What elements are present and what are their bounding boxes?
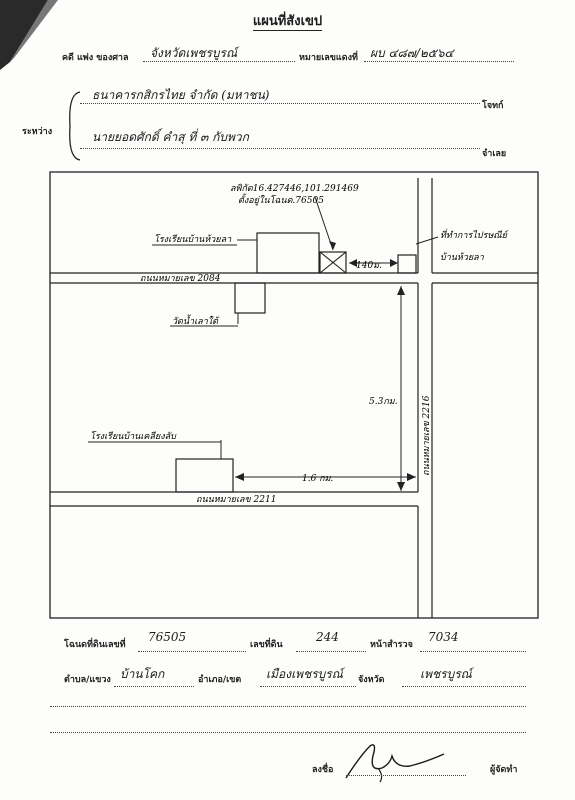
- corner-scan-artifact: [0, 0, 58, 70]
- case-number: ผบ ๔๘๗/๒๕๖๔: [370, 46, 454, 60]
- district-label: อำเภอ/เขต: [198, 675, 242, 685]
- property-cross-b: [319, 251, 347, 274]
- distance-16km-label: 1.6 กม.: [302, 474, 334, 484]
- distance-53km-arrowhead-bottom: [397, 482, 405, 491]
- court-underline: [143, 61, 295, 62]
- school-top-building: [256, 232, 320, 274]
- defendant-name: นายยอดศักดิ์ คำสุ ที่ ๓ กับพวก: [92, 130, 249, 144]
- land-number-underline: [296, 651, 366, 652]
- blank-line-1: [50, 706, 526, 707]
- signature-underline: [346, 775, 466, 776]
- plaintiff-label: โจทก์: [482, 101, 504, 111]
- province-underline: [402, 686, 526, 687]
- post-office-building: [397, 254, 417, 274]
- distance-16km-arrowhead-right: [407, 473, 416, 481]
- province-value: เพชรบูรณ์: [420, 667, 472, 681]
- district-underline: [260, 686, 356, 687]
- between-bracket: [69, 91, 81, 161]
- school-top-label: โรงเรียนบ้านห้วยลา: [154, 233, 232, 245]
- road-bottom-label: ถนนหมายเลข 2211: [196, 495, 276, 505]
- distance-140m-label: 140ม.: [356, 261, 382, 271]
- district-value: เมืองเพชรบูรณ์: [266, 667, 343, 681]
- temple-label: วัดน้ำเลาใต้: [172, 314, 220, 327]
- province-label: จังหวัด: [358, 675, 385, 685]
- between-label: ระหว่าง: [22, 127, 53, 137]
- case-number-underline: [364, 61, 514, 62]
- coordinate-pointer-arrowhead: [329, 241, 336, 250]
- land-number: 244: [316, 630, 339, 644]
- signature: [345, 744, 445, 783]
- distance-53km-arrowhead-top: [397, 286, 405, 295]
- post-office-pointer: [415, 236, 439, 245]
- post-office-label: ที่ทำการไปรษณีย์: [440, 228, 509, 241]
- map-frame: [49, 171, 539, 619]
- deed-number: 76505: [148, 630, 187, 644]
- school-bottom-label: โรงเรียนบ้านเคลียงลับ: [90, 430, 177, 442]
- distance-140m-arrowhead-left: [349, 259, 357, 267]
- blank-line-2: [50, 732, 526, 733]
- signature-label: ลงชื่อ: [312, 765, 334, 775]
- road-top-label: ถนนหมายเลข 2084: [140, 274, 221, 284]
- case-number-label: หมายเลขแดงที่: [299, 53, 358, 63]
- maker-label: ผู้จัดทำ: [490, 765, 518, 775]
- road-vertical-label: ถนนหมายเลข 2216: [422, 395, 432, 476]
- court-name: จังหวัดเพชรบูรณ์: [150, 46, 238, 60]
- temple-building: [234, 282, 266, 314]
- survey-page-label: หน้าสำรวจ: [370, 640, 413, 650]
- property-plot: [319, 251, 347, 274]
- survey-page-number: 7034: [428, 630, 459, 644]
- plaintiff-underline: [80, 103, 480, 104]
- post-office-label-line2: บ้านห้วยลา: [440, 252, 485, 263]
- deed-number-underline: [138, 651, 246, 652]
- deed-number-label: โฉนดที่ดินเลขที่: [64, 640, 126, 650]
- distance-53km-label: 5.3กม.: [369, 397, 398, 407]
- distance-16km-arrowhead-left: [235, 473, 244, 481]
- school-bottom-building: [175, 458, 234, 493]
- subdistrict-label: ตำบล/แขวง: [64, 675, 111, 685]
- subdistrict-value: บ้านโคก: [120, 667, 165, 681]
- coordinate-label: ลพิกัด16.427446,101.291469: [230, 183, 359, 194]
- page-title: แผนที่สังเขป: [252, 14, 323, 31]
- distance-140m-arrowhead-right: [390, 259, 398, 267]
- land-number-label: เลขที่ดิน: [250, 640, 283, 650]
- defendant-underline: [80, 148, 480, 149]
- subdistrict-underline: [114, 686, 194, 687]
- plaintiff-name: ธนาคารกสิกรไทย จำกัด (มหาชน): [92, 88, 270, 102]
- case-prefix: คดี แพ่ง ของศาล: [62, 53, 129, 63]
- coordinate-pointer-line: [314, 196, 334, 251]
- defendant-label: จำเลย: [482, 149, 507, 159]
- deed-reference-label: ตั้งอยู่ในโฉนด.76505: [238, 193, 324, 206]
- survey-page-underline: [420, 651, 526, 652]
